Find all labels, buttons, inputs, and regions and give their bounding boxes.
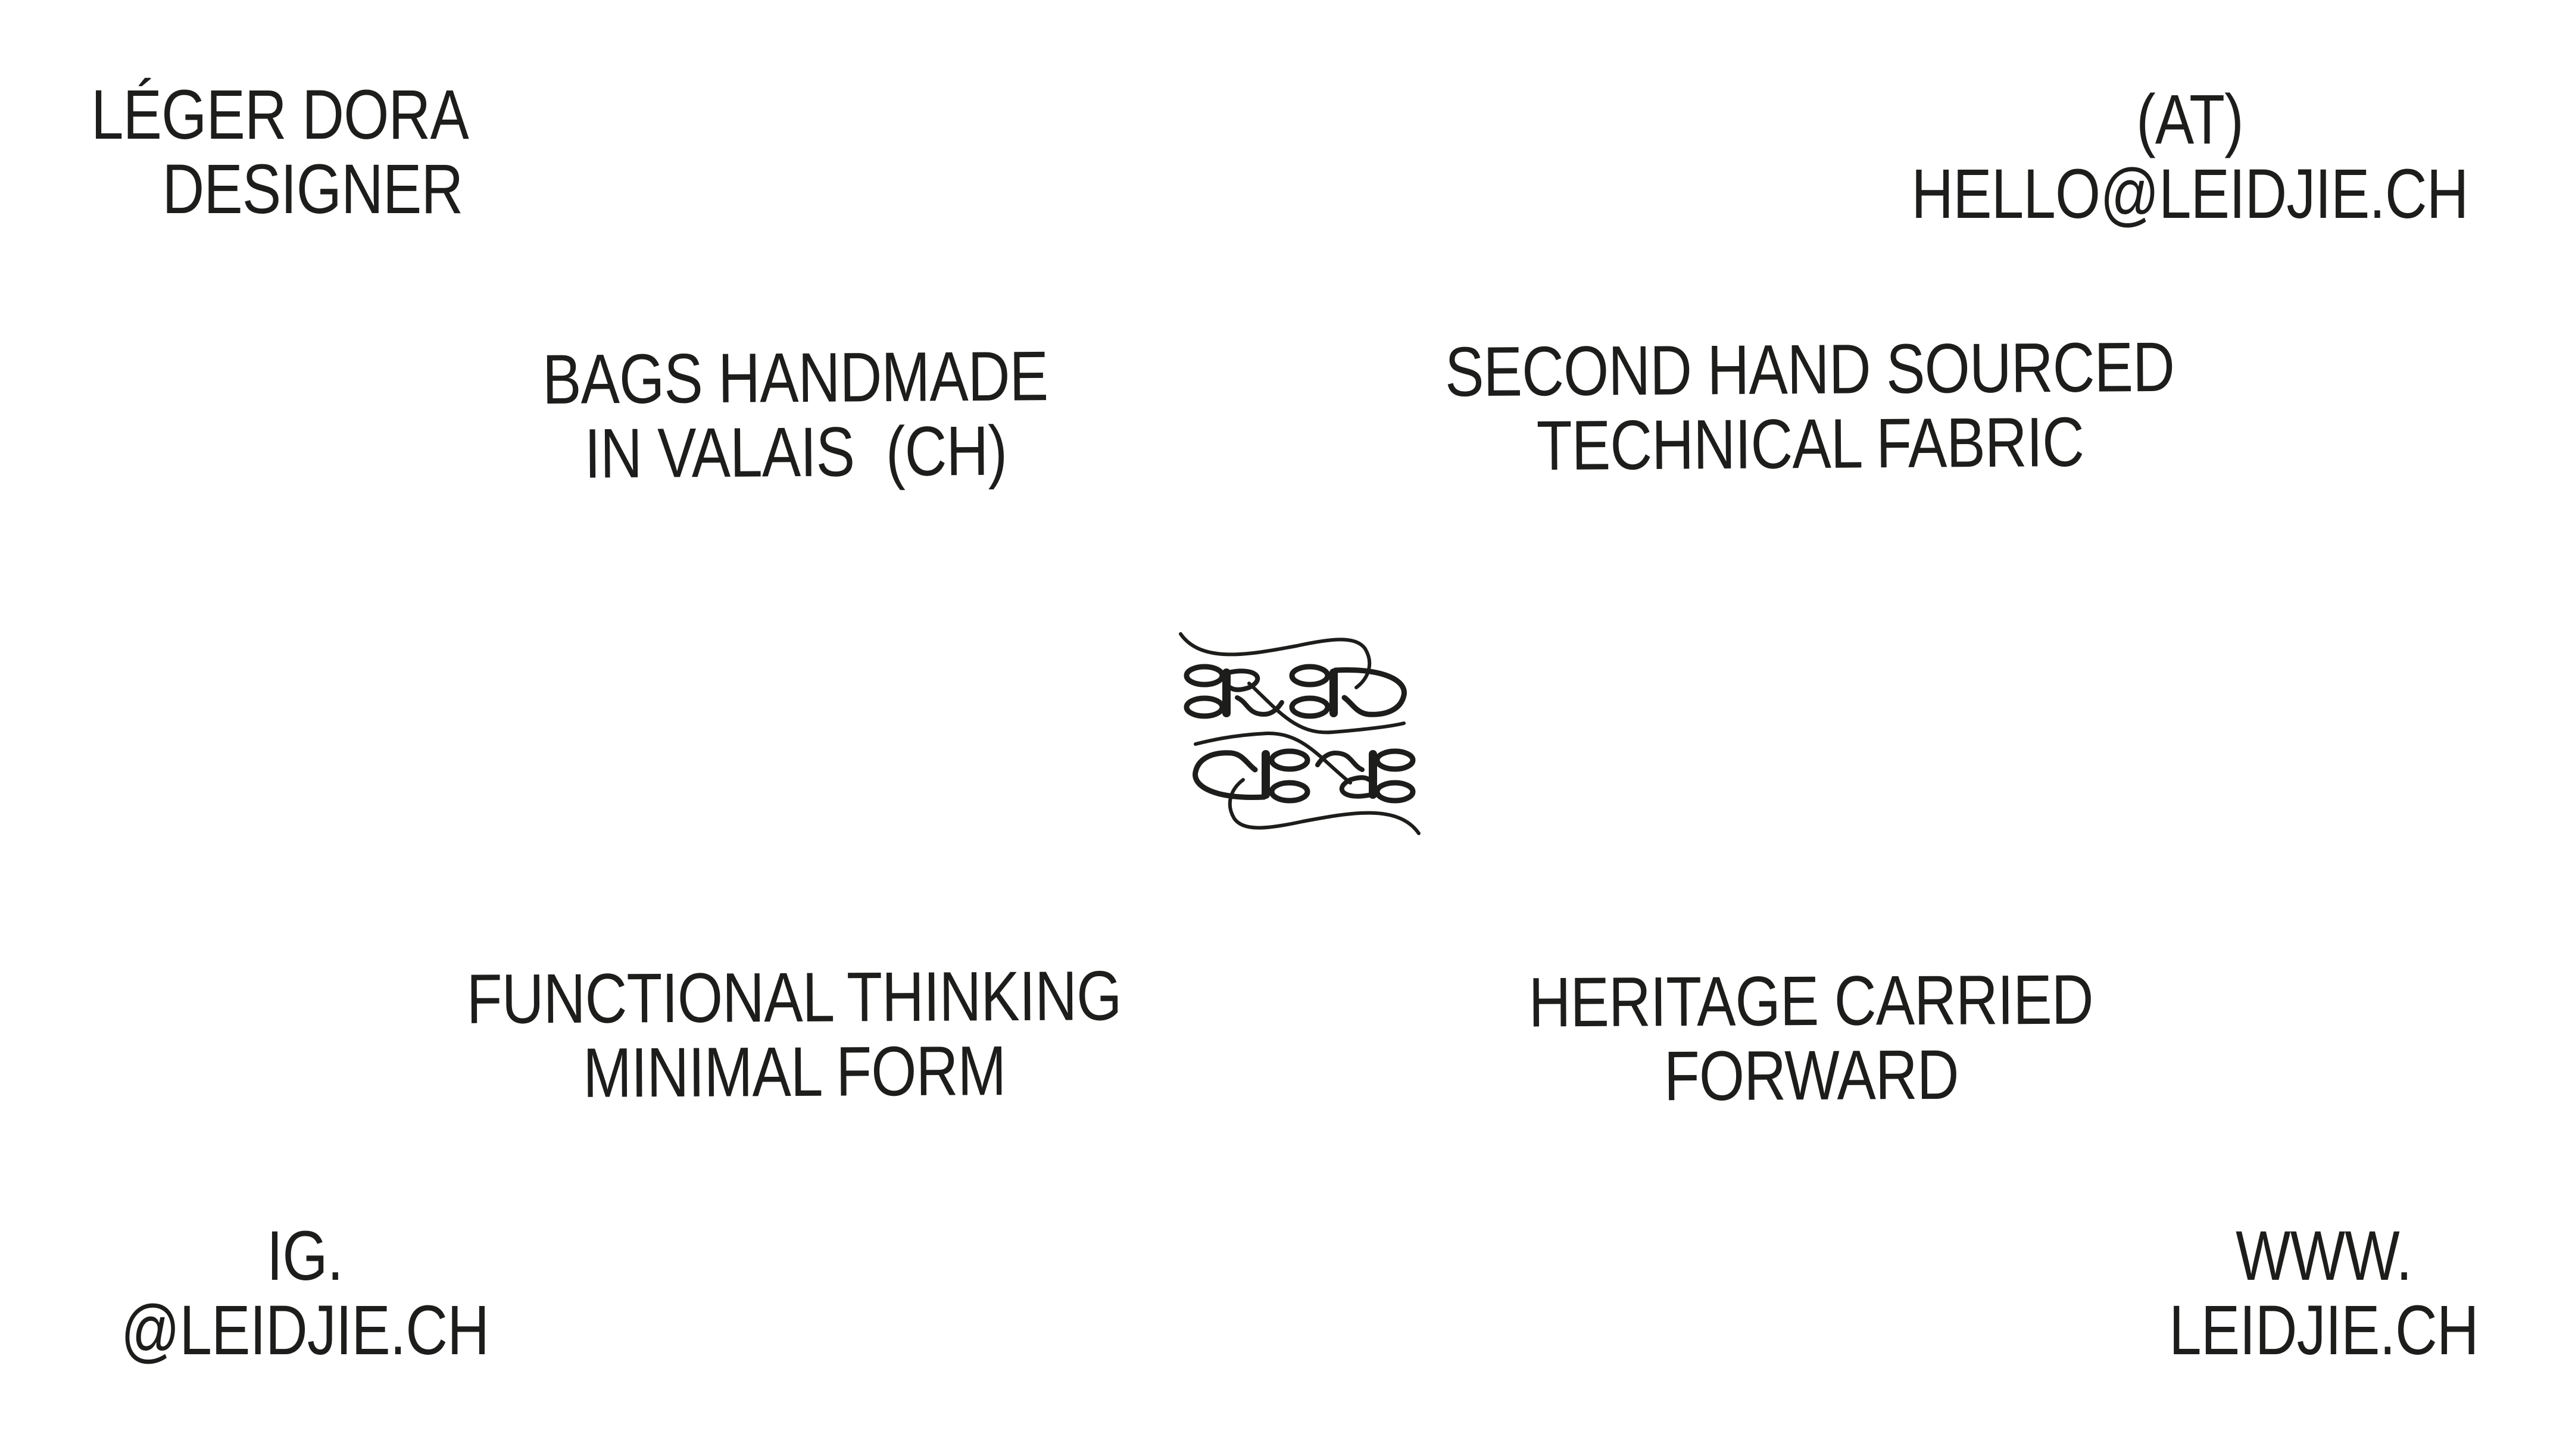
statement-functional: FUNCTIONAL THINKING MINIMAL FORM [317, 957, 1271, 1113]
statement-heritage-line2: FORWARD [1663, 1035, 1959, 1116]
email-label: (AT) [2136, 80, 2244, 159]
website-link[interactable]: LEIDJIE.CH [2169, 1291, 2479, 1370]
website-label: WWW. [2236, 1217, 2412, 1295]
statement-handmade-line2: IN VALAIS (CH) [584, 411, 1007, 493]
instagram-label: IG. [266, 1217, 344, 1295]
name-title-block: LÉGER DORA DESIGNER [0, 78, 768, 227]
statement-fabric-line2: TECHNICAL FABRIC [1536, 402, 2084, 486]
statement-heritage: HERITAGE CARRIED FORWARD [1334, 960, 2287, 1116]
email-link[interactable]: HELLO@LEIDJIE.CH [1911, 155, 2468, 233]
designer-role: DESIGNER [162, 150, 464, 229]
statement-heritage-line1: HERITAGE CARRIED [1528, 960, 2094, 1042]
statement-handmade-line1: BAGS HANDMADE [542, 337, 1048, 419]
website-block: WWW. LEIDJIE.CH [1847, 1219, 2572, 1368]
designer-name: LÉGER DORA [91, 76, 469, 154]
instagram-handle[interactable]: @LEIDJIE.CH [120, 1291, 489, 1370]
statement-fabric: SECOND HAND SOURCED TECHNICAL FABRIC [1333, 327, 2287, 486]
email-block: (AT) HELLO@LEIDJIE.CH [1713, 83, 2572, 232]
statement-functional-line2: MINIMAL FORM [582, 1032, 1006, 1113]
ornamental-monogram-icon [1179, 632, 1421, 835]
statement-handmade: BAGS HANDMADE IN VALAIS (CH) [319, 337, 1272, 493]
statement-fabric-line1: SECOND HAND SOURCED [1444, 327, 2175, 412]
statement-functional-line1: FUNCTIONAL THINKING [466, 957, 1122, 1039]
instagram-block: IG. @LEIDJIE.CH [0, 1219, 781, 1368]
